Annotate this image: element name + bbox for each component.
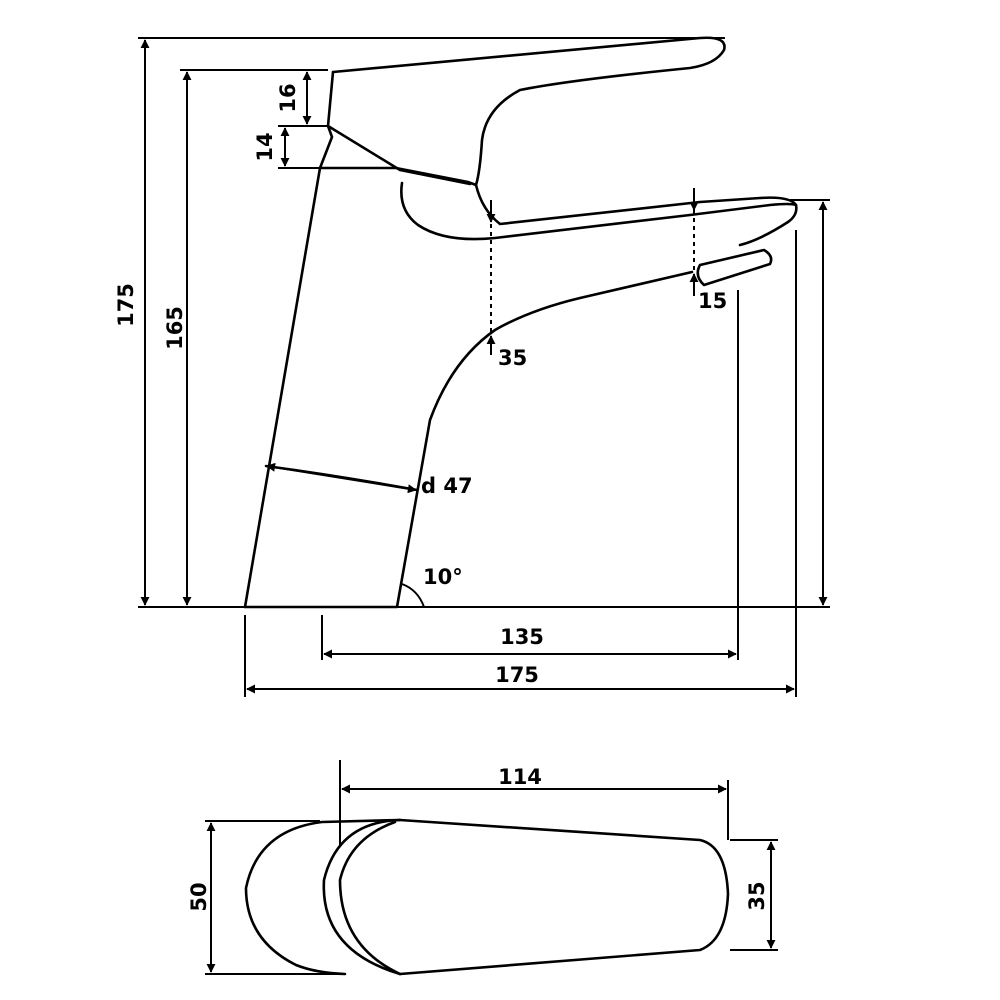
dim-label-total-depth: 175 [495,663,539,687]
extension-lines [138,37,830,840]
dim-label-top-length: 114 [498,765,542,789]
top-view [244,818,730,976]
aerator-outline [696,248,773,287]
dim-label-top-base-width: 50 [187,882,211,911]
dim-label-aerator-height: 15 [698,289,727,313]
dim-label-spout-clearance: 35 [498,346,527,370]
top-view-lever-outline [398,818,730,976]
top-view-dimensions: 114 50 35 [187,760,778,975]
dim-label-spout-reach: 135 [500,625,544,649]
dim-label-body-height: 165 [163,306,187,350]
dim-label-total-height: 175 [114,283,138,327]
dim-label-body-diameter: d 47 [421,474,473,498]
side-view-dimensions: 175 165 16 14 35 15 d 47 10° 135 175 [114,37,830,840]
angle-arc [401,583,425,608]
lever-handle-outline [318,36,726,187]
spout-outline [400,181,798,247]
top-view-base-outline [244,818,402,976]
faucet-body-outline [243,70,694,609]
top-view-lever-cap [322,818,402,976]
dim-line-body-diameter [266,462,417,494]
dim-label-lever-thickness: 16 [276,83,300,112]
top-view-lever-cap-inner [338,820,402,976]
dim-label-body-angle: 10° [423,565,463,589]
top-view-extension-lines [205,760,778,975]
dim-label-lever-gap: 14 [253,132,277,161]
spout-top-edge [474,183,798,226]
lever-lower-edge [326,124,472,186]
side-view [243,36,798,609]
dim-label-top-tip-width: 35 [745,881,769,910]
